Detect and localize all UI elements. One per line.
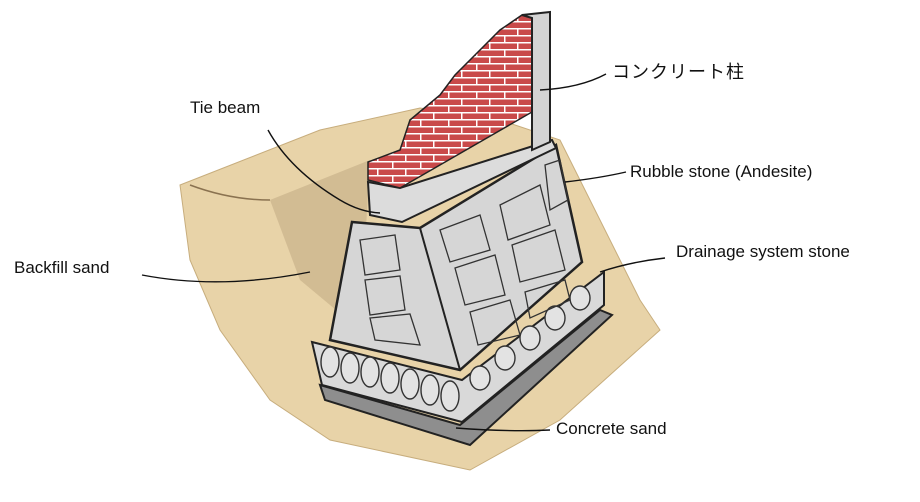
- leader-lines: [141, 73, 666, 432]
- rubble-stone-wall: [328, 143, 584, 372]
- leader-concrete-column: [539, 73, 607, 91]
- label-tie-beam: Tie beam: [190, 98, 261, 117]
- label-rubble-stone: Rubble stone (Andesite): [630, 162, 813, 181]
- leader-tie-beam: [267, 129, 381, 214]
- leader-backfill-sand: [141, 271, 311, 283]
- label-backfill-sand: Backfill sand: [14, 258, 110, 277]
- label-drainage-stone: Drainage system stone: [676, 242, 850, 261]
- label-concrete-column: コンクリート柱: [612, 62, 745, 83]
- leader-concrete-sand: [455, 427, 551, 432]
- leader-drainage-stone: [599, 257, 666, 273]
- concrete-sand-base: [318, 308, 614, 447]
- concrete-column: [521, 10, 551, 152]
- label-concrete-sand: Concrete sand: [556, 419, 667, 438]
- drainage-stone-layer: [310, 269, 605, 424]
- leader-rubble-stone: [564, 171, 627, 183]
